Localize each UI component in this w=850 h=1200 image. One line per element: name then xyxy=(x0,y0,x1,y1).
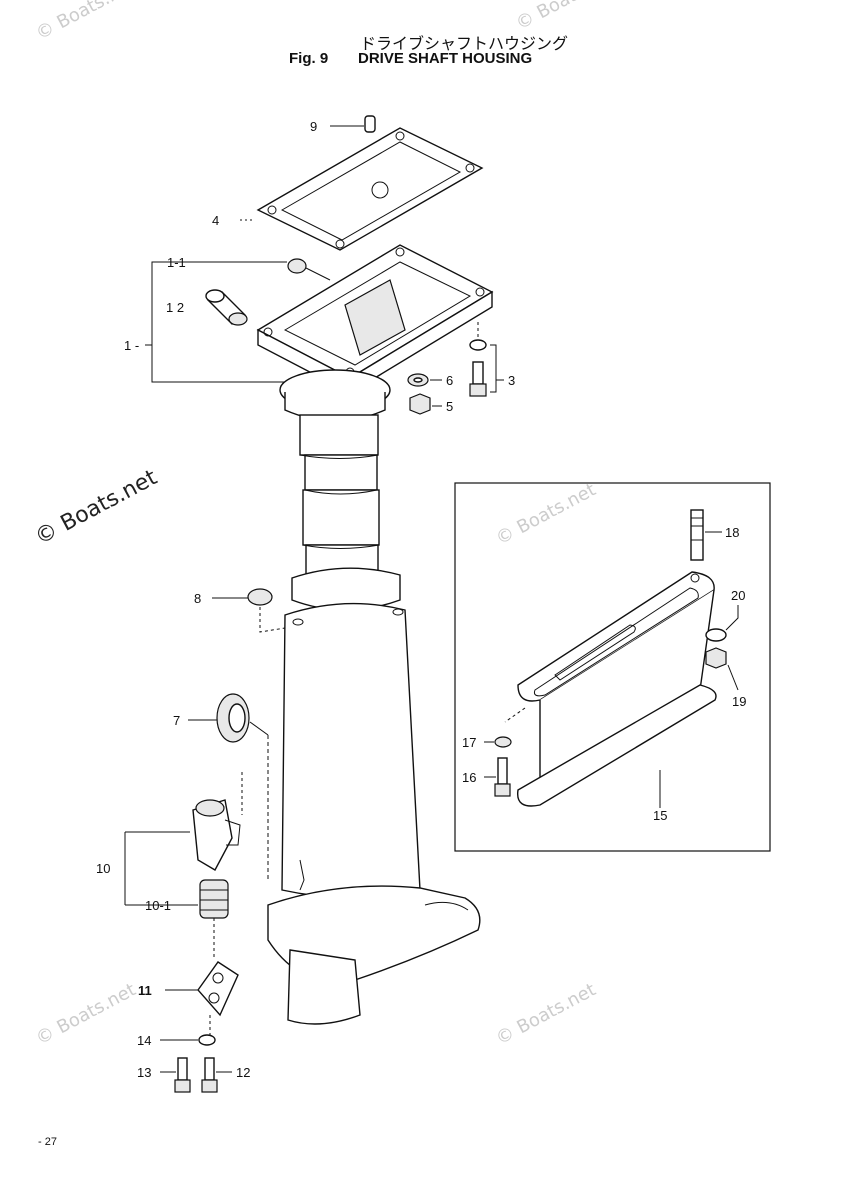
callout-17: 17 xyxy=(462,735,476,750)
part-knurled-nut xyxy=(125,879,229,960)
title-japanese: ドライブシャフトハウジング xyxy=(360,34,569,53)
page-number: - 27 xyxy=(38,1136,57,1148)
part-bolt-12 xyxy=(201,1057,232,1093)
part-lower-bracket xyxy=(124,772,243,905)
part-housing-column xyxy=(279,369,391,576)
part-bolt-13 xyxy=(160,1057,191,1093)
callout-9: 9 xyxy=(310,119,317,134)
part-gasket xyxy=(240,127,484,251)
callout-16: 16 xyxy=(462,770,476,785)
callout-14: 14 xyxy=(137,1033,151,1048)
part-washer-small xyxy=(160,1034,216,1046)
part-washer-17 xyxy=(484,736,512,748)
inset-exhaust-assembly xyxy=(454,482,771,852)
callout-20: 20 xyxy=(731,588,745,603)
callout-11: 11 xyxy=(138,983,152,998)
watermark-top-right: © Boats.net xyxy=(512,0,619,34)
callout-10-1: 10-1 xyxy=(145,898,171,913)
watermark-left: © Boats.net xyxy=(31,465,162,550)
part-plug xyxy=(190,258,331,281)
callout-4: 4 xyxy=(212,213,219,228)
callout-labels: 9 4 1-1 1 2 1 - 6 3 5 8 7 10 10-1 11 14 … xyxy=(96,119,746,1080)
part-washer-6 xyxy=(407,373,442,387)
part-housing-body xyxy=(267,567,481,1025)
part-plate xyxy=(165,961,239,1035)
watermark-inset: © Boats.net xyxy=(492,479,599,549)
watermark-top-left: © Boats.net xyxy=(32,0,139,44)
callout-19: 19 xyxy=(732,694,746,709)
callout-5: 5 xyxy=(446,399,453,414)
callout-6: 6 xyxy=(446,373,453,388)
callout-12-top: 1 2 xyxy=(166,300,184,315)
part-seal xyxy=(188,693,269,743)
part-bolt-3 xyxy=(469,322,504,397)
callout-3: 3 xyxy=(508,373,515,388)
part-grommet xyxy=(212,588,286,633)
part-nut-5 xyxy=(409,393,442,415)
part-bolt-16 xyxy=(484,757,511,797)
callout-1: 1 - xyxy=(124,338,139,353)
callout-18: 18 xyxy=(725,525,739,540)
page-title: DRIVE SHAFT HOUSING xyxy=(358,50,533,67)
part-dowel-pin xyxy=(330,115,376,133)
watermark-bottom-right: © Boats.net xyxy=(492,979,599,1049)
callout-13: 13 xyxy=(137,1065,151,1080)
watermark-bottom-left: © Boats.net xyxy=(32,979,139,1049)
callout-15: 15 xyxy=(653,808,667,823)
part-stud-18 xyxy=(690,509,722,561)
part-washer-20 xyxy=(705,605,739,642)
callout-10: 10 xyxy=(96,861,110,876)
callout-8: 8 xyxy=(194,591,201,606)
part-nut-19 xyxy=(705,647,739,691)
part-sleeve xyxy=(205,289,248,326)
callout-12: 12 xyxy=(236,1065,250,1080)
callout-1-1: 1-1 xyxy=(167,255,186,270)
figure-number: Fig. 9 xyxy=(289,50,329,67)
bracket-part-1 xyxy=(151,261,285,383)
callout-7: 7 xyxy=(173,713,180,728)
